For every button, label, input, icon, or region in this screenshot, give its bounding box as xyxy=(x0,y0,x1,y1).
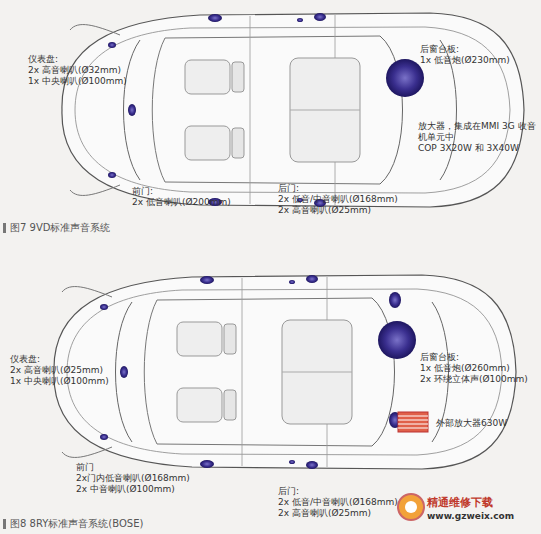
watermark: 精通维修下载 xyxy=(427,497,493,508)
callout-label: 1x 中央喇叭(Ø100mm) xyxy=(28,76,127,87)
callout-label: 前门: xyxy=(132,186,153,197)
callout-label: 放大器，集成在MMI 3G 收音机单元中 xyxy=(418,121,536,143)
watermark: www.gzweix.com xyxy=(427,511,514,522)
callout-label: 1x 低音炮(Ø260mm) xyxy=(420,363,510,374)
callout-label: 2x 高音喇叭(Ø25mm) xyxy=(278,205,371,216)
callout-label: 2x 低音喇叭(Ø200mm) xyxy=(132,197,231,208)
callout-label: 仪表盘: xyxy=(28,54,58,65)
callout-label: 2x 低音/中音喇叭(Ø168mm) xyxy=(278,497,398,508)
watermark-logo xyxy=(398,494,424,520)
callout-label: COP 3X20W 和 3X40W xyxy=(418,143,519,154)
callout-label: 外部放大器630W xyxy=(436,418,507,429)
amplifier-box xyxy=(398,412,428,432)
callout-label: 2x 环绕立体声(Ø100mm) xyxy=(420,374,528,385)
callout-label: 1x 低音炮(Ø230mm) xyxy=(420,55,510,66)
callout-label: 后门: xyxy=(278,486,299,497)
callout-label: 2x 高音喇叭(Ø25mm) xyxy=(278,508,371,519)
callout-label: 2x 中音喇叭(Ø100mm) xyxy=(76,484,175,495)
car-fig8 xyxy=(54,275,516,469)
callout-label: 2x门内低音喇叭(Ø168mm) xyxy=(76,473,190,484)
car-fig7 xyxy=(62,13,524,207)
figure-caption: 图7 9VD标准声音系统 xyxy=(10,222,110,233)
callout-label: 后窗台板: xyxy=(420,352,459,363)
callout-label: 2x 高音喇叭(Ø32mm) xyxy=(28,65,121,76)
callout-label: 前门 xyxy=(76,462,94,473)
callout-label: 后窗台板: xyxy=(420,44,459,55)
callout-label: 后门: xyxy=(278,183,299,194)
callout-label: 1x 中央喇叭(Ø100mm) xyxy=(10,376,109,387)
callout-label: 2x 高音喇叭(Ø25mm) xyxy=(10,365,103,376)
figure-caption: 图8 8RY标准声音系统(BOSE) xyxy=(10,518,143,529)
callout-label: 2x 低音/中音喇叭(Ø168mm) xyxy=(278,194,398,205)
callout-label: 仪表盘: xyxy=(10,354,40,365)
